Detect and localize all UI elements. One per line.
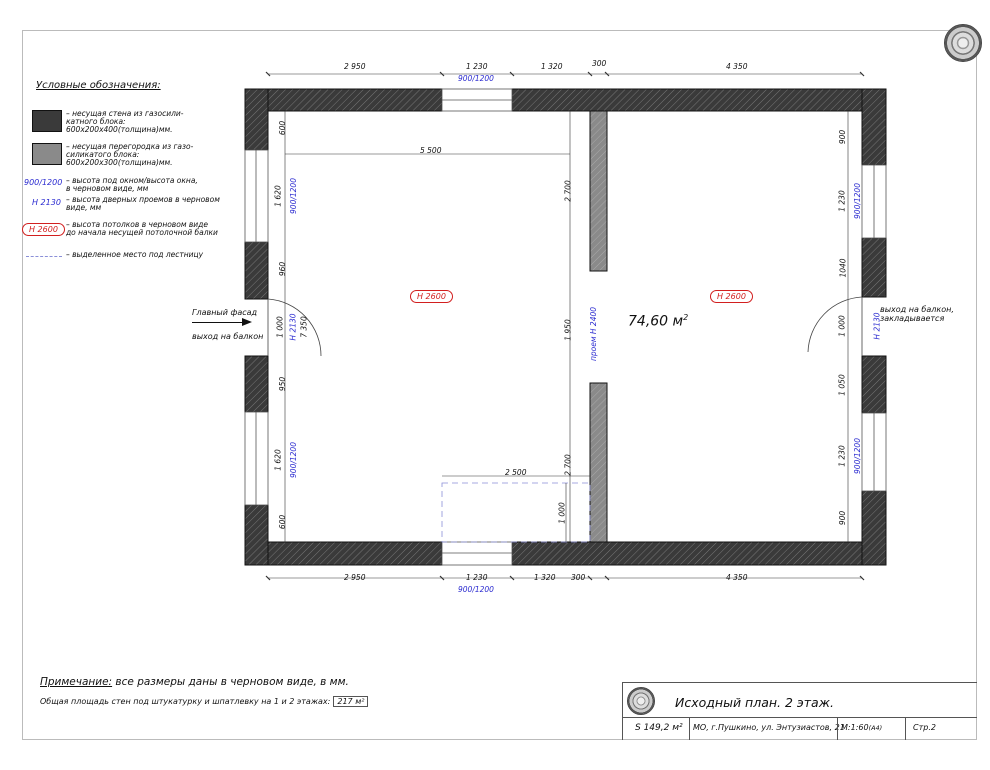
outer-walls xyxy=(244,88,887,566)
label-left-balcony: выход на балкон xyxy=(192,332,264,341)
dim-mid-2700-top: 2 700 xyxy=(563,180,573,202)
dim-bottom-4: 300 xyxy=(571,573,586,582)
dim-bottom-3: 1 320 xyxy=(534,573,556,582)
dim-left-1000: 1 000 xyxy=(275,316,285,338)
dim-top-5: 4 350 xyxy=(726,62,748,71)
dim-bottom-2: 1 230 xyxy=(466,573,488,582)
dim-top-3: 1 320 xyxy=(541,62,563,71)
dim-left-7350: 7 350 xyxy=(299,316,309,338)
scale: М:1:60(А4) xyxy=(841,723,883,732)
dim-bottom-1: 2 950 xyxy=(344,573,366,582)
dim-right-1000: 1 000 xyxy=(837,315,847,337)
dim-right-900-top: 900 xyxy=(838,129,848,145)
dim-left-door: H 2130 xyxy=(288,313,298,341)
dim-top-1: 2 950 xyxy=(344,62,366,71)
legend-title: Условные обозначения: xyxy=(36,80,161,91)
legend-door-text: – высота дверных проемов в черновом виде… xyxy=(66,195,220,212)
stair-area xyxy=(441,482,591,543)
label-right-balcony: выход на балкон, закладывается xyxy=(880,305,954,323)
dim-inner-5500: 5 500 xyxy=(420,146,442,155)
dim-left-window-bot: 900/1200 xyxy=(288,442,298,478)
arrow-line xyxy=(192,322,242,323)
dim-mid-2700-bot: 2 700 xyxy=(563,454,573,476)
dim-right-1040: 1040 xyxy=(838,258,848,278)
dim-left-600-top: 600 xyxy=(278,120,288,136)
dim-stair-2500: 2 500 xyxy=(505,468,527,477)
dim-left-950: 950 xyxy=(278,376,288,392)
ceiling-height-right: H 2600 xyxy=(710,290,753,303)
dim-top-2: 1 230 xyxy=(466,62,488,71)
legend-stair-text: – выделенное место под лестницу xyxy=(66,250,204,259)
dim-top-window: 900/1200 xyxy=(458,74,494,83)
logo-icon xyxy=(627,687,655,715)
legend-swatch-partition xyxy=(32,143,62,165)
legend-window-text: – высота под окном/высота окна, в чернов… xyxy=(66,176,198,193)
label-main-facade: Главный фасад xyxy=(192,308,258,317)
partition-top xyxy=(589,110,608,272)
dim-right-1230-top: 1 230 xyxy=(837,190,847,212)
partition-bottom xyxy=(589,382,608,543)
dim-right-1050: 1 050 xyxy=(837,374,847,396)
dim-top-4: 300 xyxy=(592,59,607,68)
dim-right-window-top: 900/1200 xyxy=(852,183,862,219)
legend-window-code: 900/1200 xyxy=(24,178,63,187)
dim-mid-1950: 1 950 xyxy=(563,319,573,341)
dim-left-window-top: 900/1200 xyxy=(288,178,298,214)
title-block-row: S 149,2 м² МО, г.Пушкино, ул. Энтузиасто… xyxy=(623,717,977,740)
corner-logo-icon xyxy=(944,24,982,62)
arrow-head-icon xyxy=(242,318,252,326)
total-area: Общая площадь стен под штукатурку и шпат… xyxy=(40,696,369,707)
legend-ceiling-text: – высота потолков в черновом виде до нач… xyxy=(66,220,218,237)
address: МО, г.Пушкино, ул. Энтузиастов, 21 xyxy=(693,723,845,732)
windows xyxy=(244,88,887,566)
dim-right-1230-bot: 1 230 xyxy=(837,445,847,467)
legend-stair-line xyxy=(26,256,62,257)
room-area: 74,60 м2 xyxy=(628,313,689,330)
dim-left-600-bot: 600 xyxy=(278,514,288,530)
page-number: Стр.2 xyxy=(913,723,936,732)
dim-bottom-5: 4 350 xyxy=(726,573,748,582)
legend-door-code: H 2130 xyxy=(32,198,61,207)
legend-swatch-wall xyxy=(32,110,62,132)
legend-bearing-wall: – несущая стена из газосили- катного бло… xyxy=(66,109,184,134)
dim-right-window-bot: 900/1200 xyxy=(852,438,862,474)
dim-mid-opening: проем H 2400 xyxy=(589,306,599,362)
dimension-lines xyxy=(265,71,865,581)
dim-left-960: 960 xyxy=(278,261,288,277)
title-block: Исходный план. 2 этаж. S 149,2 м² МО, г.… xyxy=(622,682,977,740)
dim-right-900-bot: 900 xyxy=(838,510,848,526)
dim-stair-1000: 1 000 xyxy=(557,502,567,524)
legend-partition: – несущая перегородка из газо- силикатог… xyxy=(66,142,194,167)
drawing-sheet xyxy=(22,30,977,740)
note: Примечание: все размеры даны в черновом … xyxy=(40,676,349,688)
dim-left-1620-top: 1 620 xyxy=(273,185,283,207)
doors xyxy=(267,296,863,357)
legend-ceiling-code: H 2600 xyxy=(22,223,65,236)
drawing-title: Исходный план. 2 этаж. xyxy=(675,695,834,710)
dim-bottom-window: 900/1200 xyxy=(458,585,494,594)
ceiling-height-left: H 2600 xyxy=(410,290,453,303)
dim-left-1620-bot: 1 620 xyxy=(273,449,283,471)
total-area-s: S 149,2 м² xyxy=(635,723,683,733)
